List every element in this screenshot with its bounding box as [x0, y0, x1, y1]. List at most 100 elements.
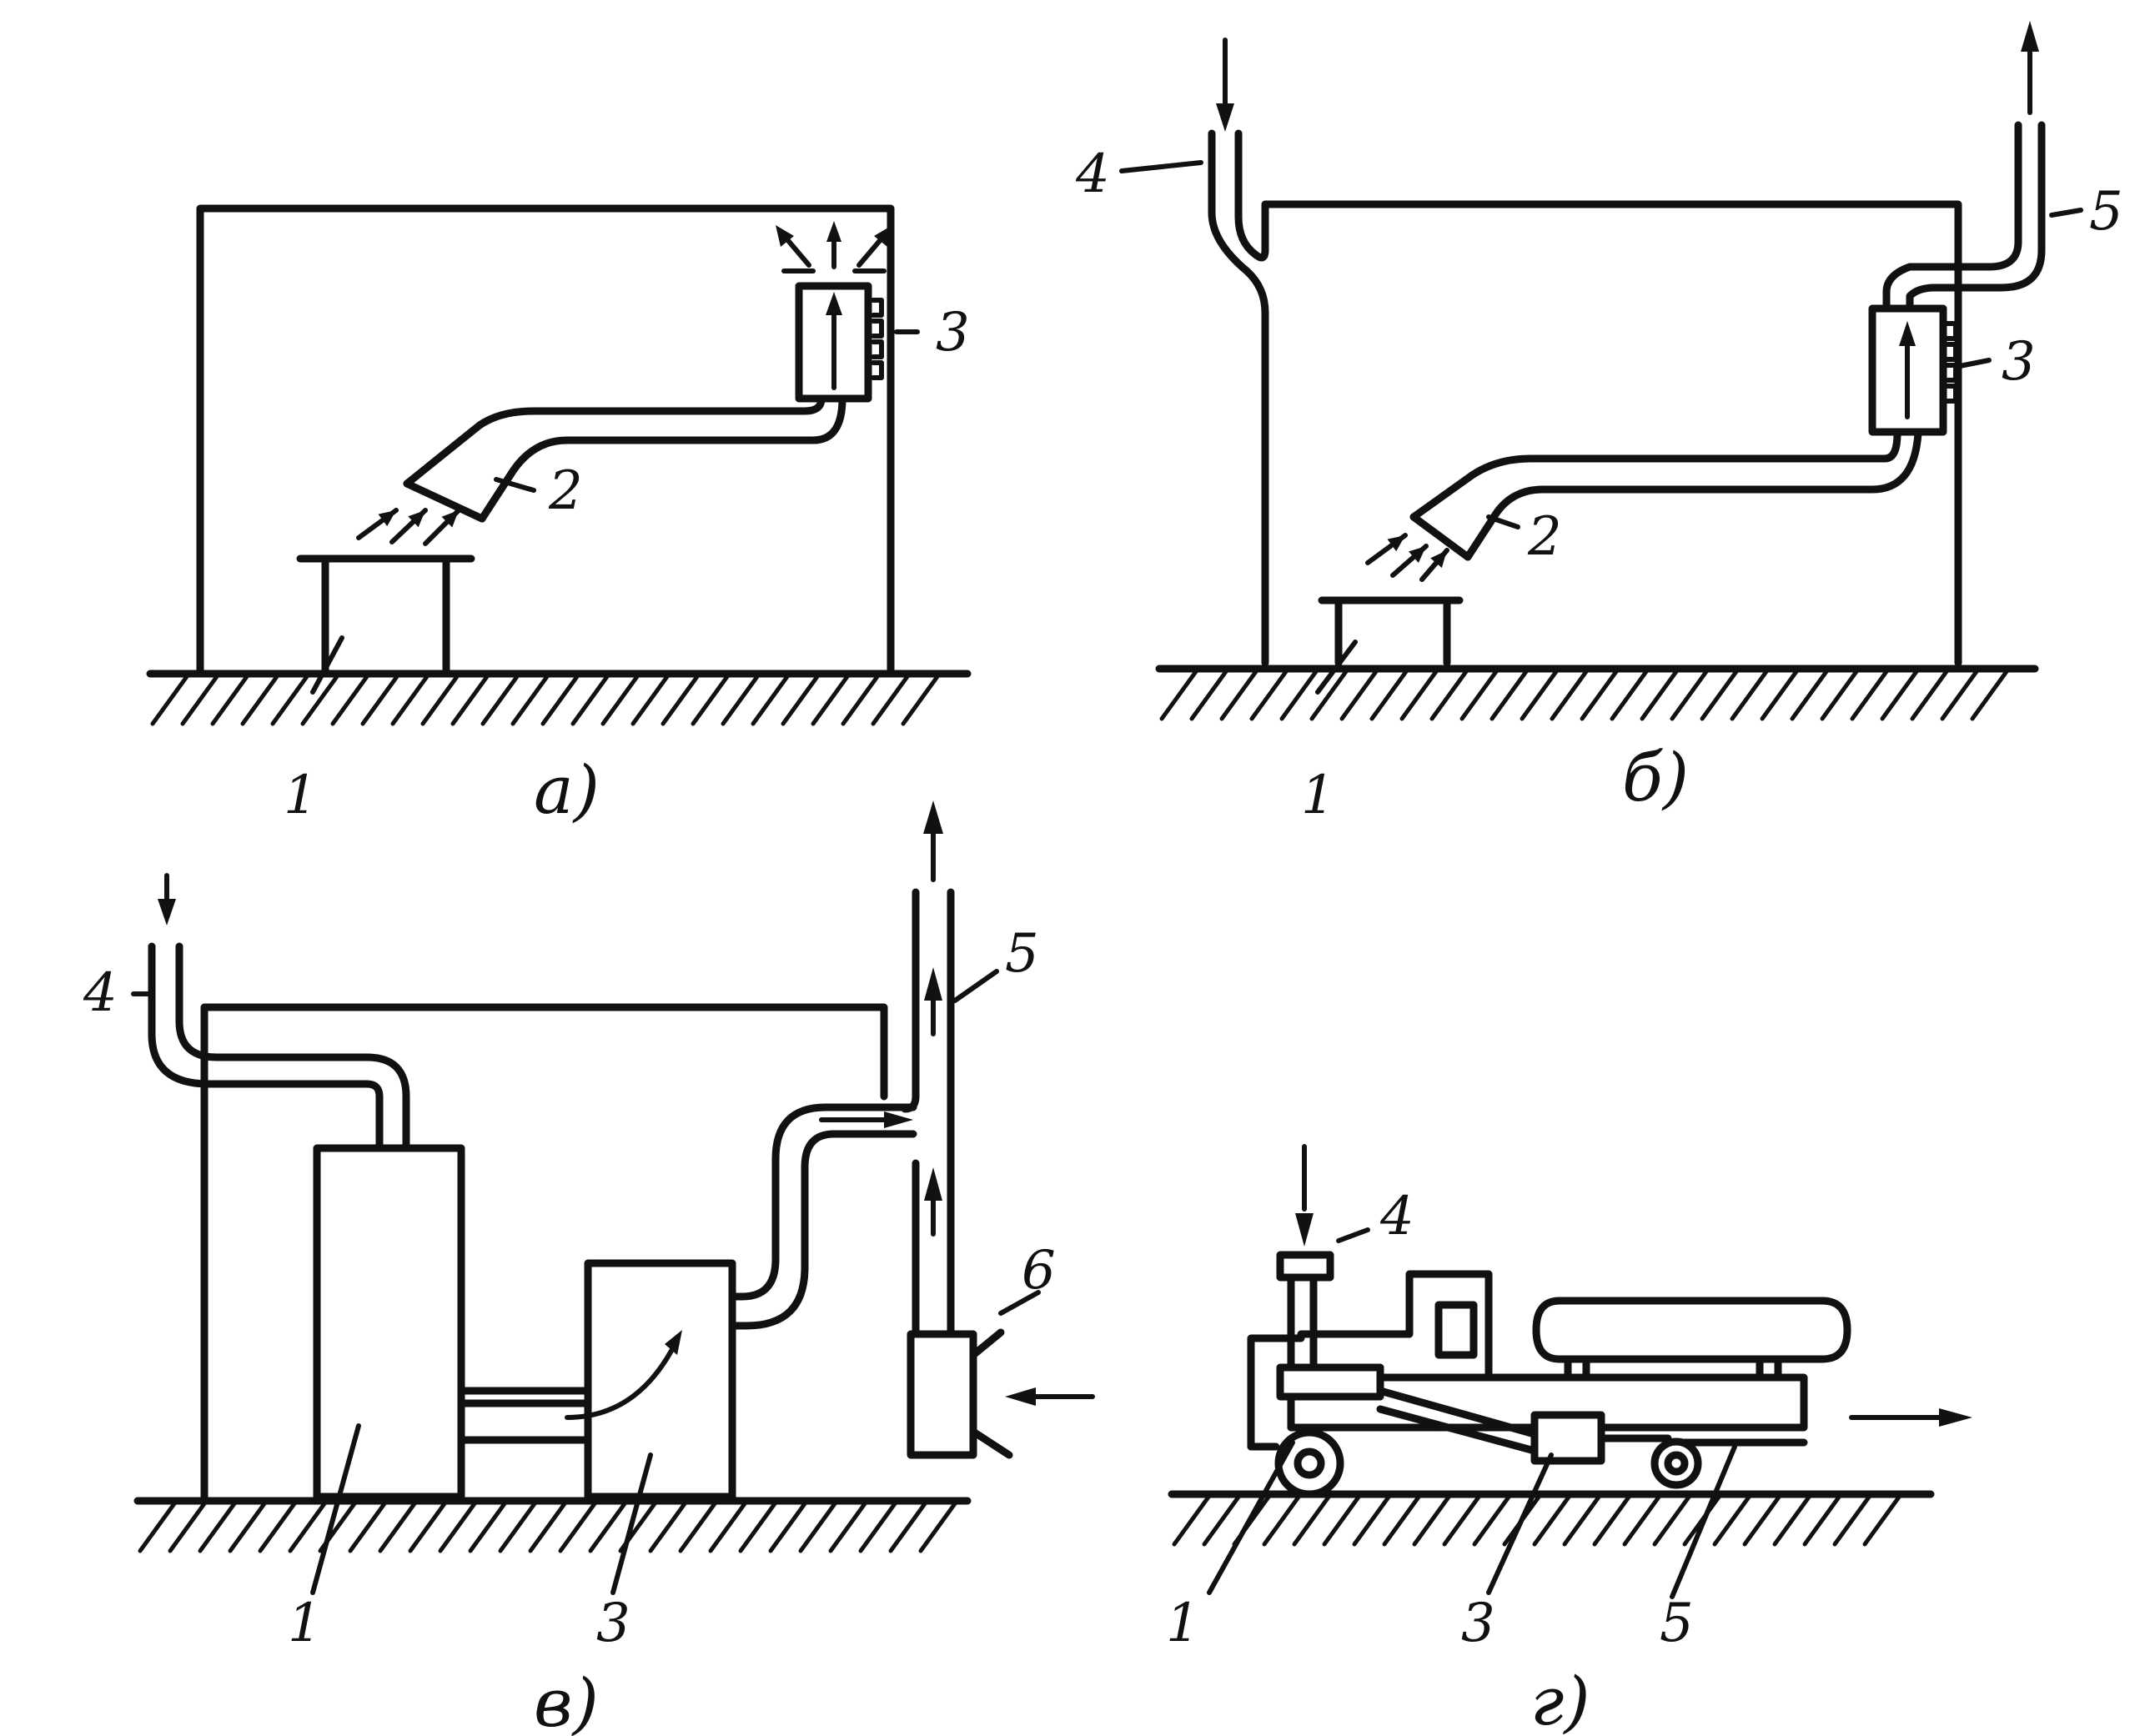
ground-hatch-line [420, 673, 460, 726]
panel-v-engine [313, 1144, 592, 1501]
airflow-arrowhead [1430, 550, 1447, 569]
panel-v-room [200, 1003, 888, 1501]
ground-hatch-line [588, 1500, 628, 1553]
ground-hatch-line [1790, 668, 1830, 721]
ground-hatch-line [180, 673, 220, 726]
ground-hatch-line [1670, 668, 1710, 721]
ground-hatch-line [751, 673, 791, 726]
panel-g-floor [1168, 1490, 1935, 1547]
ground-hatch-line [1442, 1493, 1482, 1547]
panel-v-exhaust-duct [728, 1103, 917, 1330]
ground-hatch-line [661, 673, 701, 726]
panel-b-label-2: 2 [1527, 506, 1562, 568]
ground-hatch-line [1742, 1493, 1782, 1547]
ground-hatch-line [570, 673, 610, 726]
ground-hatch-line [390, 673, 430, 726]
panel-a-floor [146, 670, 972, 726]
ground-hatch-line [1189, 668, 1229, 721]
ground-hatch-line [918, 1500, 958, 1553]
ground-hatch-line [408, 1500, 448, 1553]
ground-hatch-line [738, 1500, 778, 1553]
ground-hatch-line [1459, 668, 1499, 721]
ground-hatch-line [528, 1500, 568, 1553]
ground-hatch-line [1399, 668, 1439, 721]
airflow-arrowhead [1409, 546, 1426, 563]
ground-hatch-line [1489, 668, 1530, 721]
ground-hatch-line [198, 1500, 238, 1553]
ground-hatch-line [648, 1500, 688, 1553]
panel-g-label-1: 1 [1166, 1593, 1200, 1654]
ground-hatch-line [828, 1500, 868, 1553]
ground-hatch-line [1412, 1493, 1452, 1547]
ground-hatch-line [498, 1500, 538, 1553]
ground-hatch-line [1730, 668, 1770, 721]
panel-b-label-5: 5 [2089, 181, 2123, 243]
panel-g-label-4: 4 [1379, 1186, 1414, 1247]
panel-b-room-walls [1208, 129, 1269, 667]
panel-v: 1 3 4 5 6 в) [83, 800, 1095, 1736]
ground-hatch-line [270, 673, 310, 726]
ground-hatch-line [1640, 668, 1680, 721]
panel-b-filter [1868, 304, 1958, 436]
panel-b-exhaust-pipe [1882, 21, 2046, 313]
panel-g-arrows [1295, 1144, 1972, 1427]
ground-hatch-line [1940, 668, 1980, 721]
panel-b: 1 2 3 4 5 б) [1075, 21, 2123, 826]
ground-hatch-line [888, 1500, 928, 1553]
ground-hatch-line [678, 1500, 718, 1553]
panel-a-arrows [356, 221, 892, 546]
panel-v-label-3: 3 [596, 1593, 630, 1654]
ground-hatch-line [630, 673, 671, 726]
panel-v-leaders [131, 969, 999, 1595]
ground-hatch-line [330, 673, 370, 726]
ground-hatch-line [1970, 668, 2010, 721]
ground-hatch-line [1880, 668, 1920, 721]
ground-hatch-line [1382, 1493, 1422, 1547]
airflow-arrowhead [408, 510, 425, 528]
ground-hatch-line [1172, 1493, 1212, 1547]
ground-hatch-line [858, 1500, 898, 1553]
ground-hatch-line [1562, 1493, 1602, 1547]
ground-hatch-line [138, 1500, 178, 1553]
ground-hatch-line [708, 1500, 748, 1553]
panel-b-caption: б) [1622, 739, 1689, 816]
ground-hatch-line [721, 673, 761, 726]
ground-hatch-line [871, 673, 911, 726]
ground-hatch-line [540, 673, 580, 726]
panel-g: 1 3 4 5 г) [1166, 1144, 1972, 1736]
panel-a-room-walls [196, 204, 895, 674]
panel-b-floor [1155, 665, 2039, 721]
panel-a-label-2: 2 [548, 460, 583, 522]
ground-hatch-line [510, 673, 550, 726]
ground-hatch-line [1520, 668, 1560, 721]
panel-b-label-3: 3 [2002, 331, 2036, 393]
ground-hatch-line [768, 1500, 808, 1553]
panel-a-workpiece-table [296, 554, 475, 674]
panel-a-leaders [310, 329, 920, 695]
ground-hatch-line [841, 673, 881, 726]
panel-a-hood-duct [403, 394, 846, 523]
panel-v-caption: в) [534, 1664, 599, 1736]
ground-hatch-line [480, 673, 520, 726]
panel-g-caption: г) [1530, 1663, 1590, 1736]
ground-hatch-line [1292, 1493, 1332, 1547]
panel-a-label-3: 3 [936, 302, 970, 364]
ground-hatch-line [1219, 668, 1259, 721]
ground-hatch-line [1339, 668, 1379, 721]
ground-hatch-line [1760, 668, 1800, 721]
ground-hatch-line [1862, 1493, 1902, 1547]
panel-v-floor [133, 1497, 972, 1553]
ground-hatch-line [1712, 1493, 1752, 1547]
panel-b-intake-pipe [1216, 38, 1234, 132]
ground-hatch-line [1262, 1493, 1302, 1547]
ground-hatch-line [1622, 1493, 1662, 1547]
panel-b-label-4: 4 [1075, 143, 1110, 205]
ground-hatch-line [1472, 1493, 1512, 1547]
panel-v-intake-pipe [148, 873, 410, 1151]
ground-hatch-line [1159, 668, 1199, 721]
ground-hatch-line [1700, 668, 1740, 721]
panel-v-label-6: 6 [1022, 1240, 1056, 1302]
ground-hatch-line [1802, 1493, 1842, 1547]
ground-hatch-line [258, 1500, 298, 1553]
